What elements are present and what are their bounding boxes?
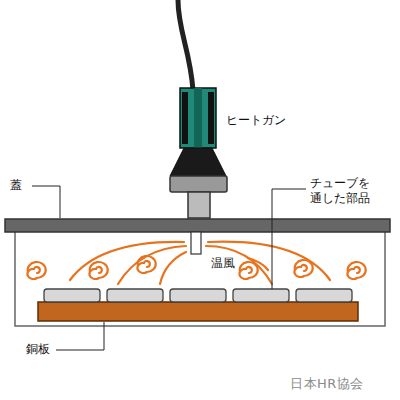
part-label: 蓋 <box>10 178 22 193</box>
swirl <box>347 262 365 279</box>
part-label: ヒートガン <box>226 113 286 128</box>
part-label: 銅板 <box>26 342 50 357</box>
swirl <box>239 262 257 279</box>
leader-line <box>272 189 306 289</box>
swirl <box>294 260 312 277</box>
part-label: チューブを 通した部品 <box>310 176 376 206</box>
gun-nozzle <box>188 192 210 218</box>
leader-line <box>32 186 60 218</box>
tubed-part <box>44 289 100 302</box>
swirl <box>137 256 155 273</box>
parts <box>44 289 352 302</box>
tubed-part <box>107 289 163 302</box>
tubed-part <box>296 289 352 302</box>
gun-cone <box>170 148 226 176</box>
leaders <box>32 186 306 350</box>
gun-body <box>180 88 216 148</box>
swirl <box>89 262 107 279</box>
watermark: 日本HR協会 <box>290 376 364 392</box>
tubed-part <box>170 289 226 302</box>
gun-collar <box>170 176 227 192</box>
hot-air <box>70 242 330 284</box>
part-label: 温風 <box>210 256 236 271</box>
gun-band <box>208 92 214 144</box>
swirls <box>27 256 365 279</box>
copper-plate <box>38 302 358 321</box>
tubed-part <box>233 289 289 302</box>
swirl <box>27 262 45 279</box>
cable <box>178 0 193 90</box>
lid <box>5 219 390 232</box>
gun-stripe <box>194 88 202 148</box>
gun-band <box>182 92 188 144</box>
container <box>15 232 385 326</box>
leader-line <box>56 322 104 350</box>
nozzle-tip <box>191 232 201 254</box>
